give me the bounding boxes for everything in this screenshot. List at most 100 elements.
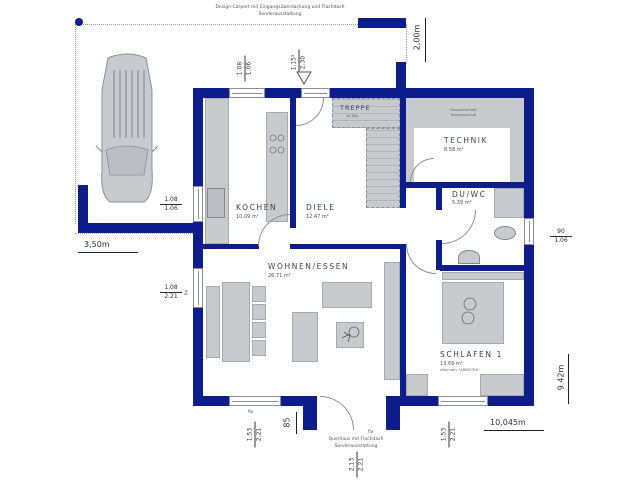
sink-icon [207, 188, 225, 218]
house-width-label: 10,045m [490, 418, 526, 427]
dining-chair-2 [252, 304, 266, 320]
stair-note: 16 Stg. [346, 114, 359, 118]
staircase [332, 98, 400, 128]
plant-icon [338, 324, 362, 346]
dim-top: 1.53 [246, 421, 256, 448]
carport-window-dim: 1.08 1.06 [160, 196, 182, 213]
wall-east-lower [524, 245, 534, 405]
entry-door [296, 98, 324, 126]
wall85-arrow [296, 412, 297, 434]
living-label: WOHNEN/ESSEN [268, 262, 350, 271]
wall-technik-bottom [406, 182, 436, 188]
technik-note-line2: Hausanschluß [450, 113, 477, 117]
dining-chair-1 [252, 286, 266, 302]
carport-roof-line-left [75, 24, 76, 224]
carport-post-marker [75, 18, 83, 26]
kitchen-label: KOCHEN [236, 203, 278, 212]
wall-north-left [193, 88, 229, 98]
dim-bottom: 1.06 [164, 205, 178, 212]
wall-entrance-post [396, 62, 406, 98]
car-icon [94, 50, 160, 205]
porch-note: Querhaus mit Flachdach Sonderausstattung [306, 436, 406, 450]
diele-area: 12.47 m² [306, 214, 329, 220]
wall-living-sleep [400, 244, 406, 384]
shower-tray [494, 188, 524, 218]
carport-width-label: 3,50m [84, 240, 110, 249]
technik-utility-block [406, 98, 524, 128]
window-entry-door [301, 88, 330, 98]
window-living-west [193, 268, 203, 308]
wall-hall-living-right [290, 244, 400, 249]
bedroom-cabinet-right [480, 374, 524, 396]
living-cabinet [384, 262, 400, 380]
living-window-dim: 1.08 2.21 [160, 284, 182, 301]
house-width-arrow [484, 430, 544, 431]
dim-top: 1.08 [160, 284, 182, 293]
carport-wall-vertical [78, 185, 88, 233]
dim-top: 90 [550, 228, 572, 237]
wall-south-mid [281, 396, 317, 406]
kitchen-area: 10.09 m² [236, 214, 259, 220]
kitchen-window-dim: 1.08 1.06 [236, 55, 254, 82]
dim-bottom: 2.30 [299, 55, 307, 70]
wall-south-left [193, 396, 229, 406]
kitchen-door [258, 214, 290, 246]
bedroom-door [406, 244, 436, 274]
wall-south-porch-right [386, 396, 400, 430]
house-depth-arrow [568, 354, 569, 404]
technik-note: Hauswirtschaft Hausanschluß [450, 108, 477, 118]
wall-sleep-door-jamb [436, 240, 442, 270]
entrance-dim-arrow [425, 18, 426, 62]
dim-top: 1.53 [440, 421, 450, 448]
sofa-top [322, 282, 372, 308]
dim-bottom: 2.21 [357, 457, 365, 472]
window-living-south [229, 396, 281, 406]
fix-label-living-west: fix [184, 289, 190, 296]
technik-side-block [406, 128, 414, 182]
wall-stair-technik [400, 98, 406, 208]
stair-direction-icon [296, 71, 312, 85]
wall-north-mid [265, 88, 301, 98]
wall-hall-living [203, 244, 259, 249]
dim-bottom: 1.06 [554, 237, 568, 244]
carport-roof-wall-top [358, 18, 406, 28]
house-depth-label: 9.42m [556, 364, 566, 391]
wall-south-right-step [400, 380, 410, 406]
diele-label: DIELE [306, 203, 336, 212]
carport-roof-line-top [75, 24, 390, 25]
porch-note-line2: Sonderausstattung [334, 444, 378, 449]
stove-icon [268, 132, 286, 158]
dining-bench [206, 286, 220, 358]
washbasin-icon [458, 250, 480, 264]
window-kitchen-west [193, 186, 203, 222]
window-wc-east [524, 218, 534, 245]
entrance-overhang-label: 2,00m [412, 24, 422, 51]
technik-label: TECHNIK [444, 136, 489, 145]
entrance-dim-line [406, 24, 407, 64]
pillow-icon [458, 296, 486, 326]
dim-top: 1.08 [236, 55, 246, 82]
coffee-table [336, 322, 364, 348]
wall-north-right [330, 88, 534, 98]
dining-chair-3 [252, 322, 266, 338]
fix-label-living-south: fix [248, 410, 254, 415]
stair-label: TREPPE [340, 104, 371, 112]
bedroom-area: 13.69 m² [440, 361, 463, 367]
window-kitchen-north [229, 88, 265, 98]
wall-west [193, 88, 203, 406]
wall-wc-top [436, 182, 524, 188]
wall-wc-left [436, 182, 442, 210]
wall-east-upper [524, 88, 534, 218]
wc-area: 5.39 m² [452, 200, 472, 206]
sofa-left [292, 312, 318, 362]
dim-bottom: 2.21 [449, 427, 457, 442]
wall-kitchen-diele [290, 98, 296, 228]
entry-door-dim: 2.13 2.21 [348, 451, 366, 478]
dim-top: 1.08 [160, 196, 182, 205]
fix-label-porch: fix [368, 430, 374, 435]
carport-roof-line-bottom [75, 233, 195, 234]
carport-note-line2: Sonderausstattung [258, 12, 302, 17]
bedroom-window-dim: 1.53 2.21 [440, 421, 458, 448]
technik-note-line1: Hauswirtschaft [450, 108, 477, 112]
dim-bottom: 2.21 [255, 427, 263, 442]
